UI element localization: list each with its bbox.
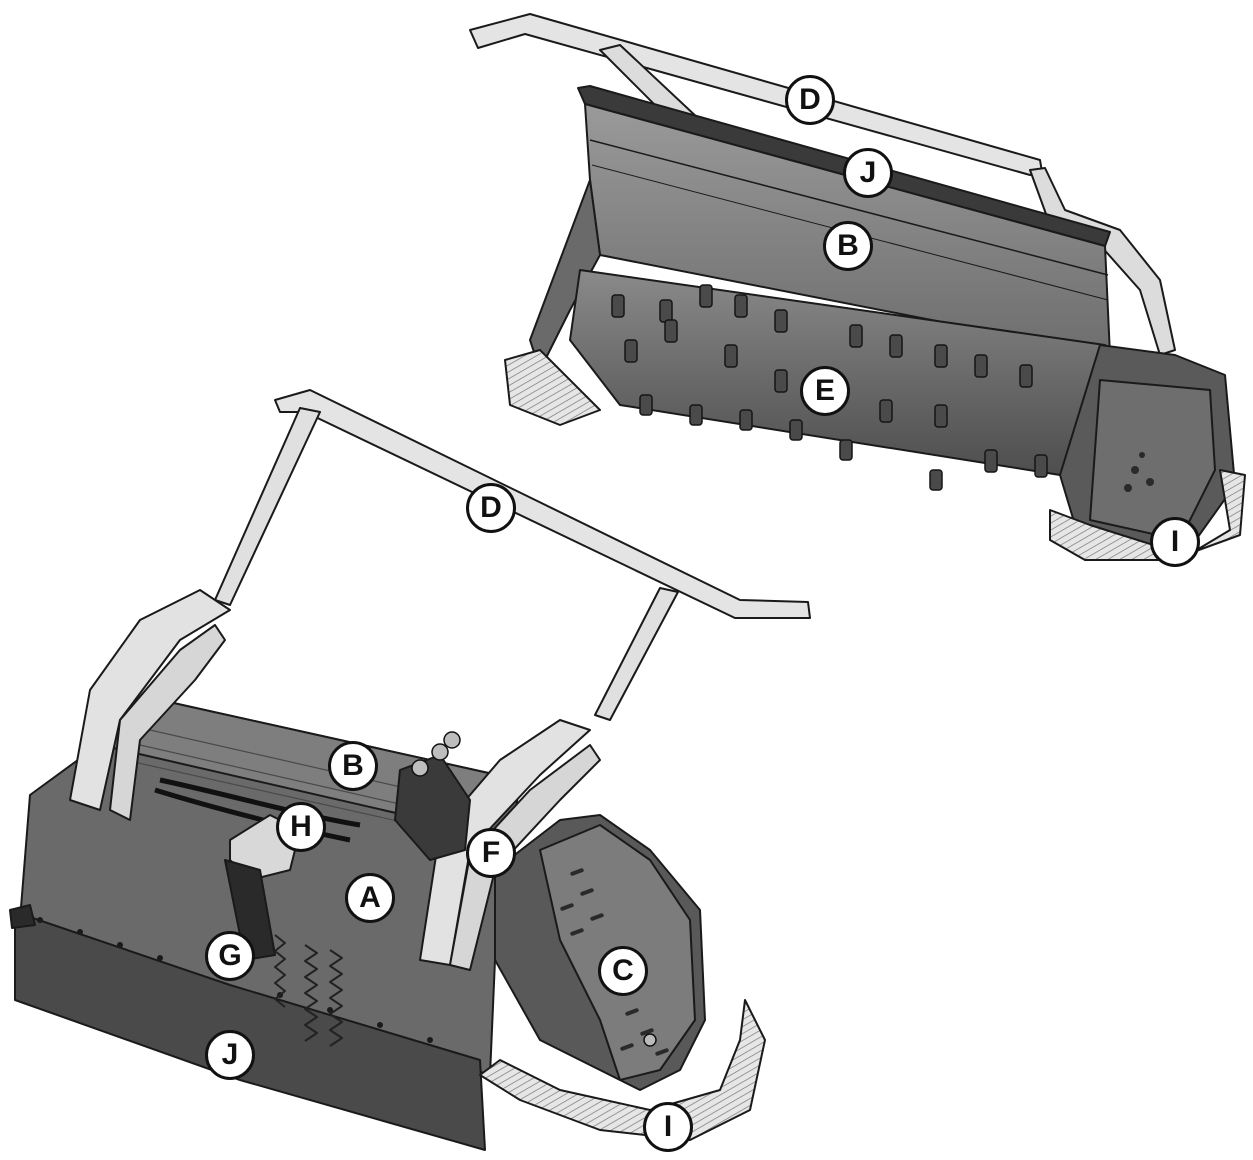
bottom-front-flap (14, 911, 486, 1151)
callout-bottom-c: C (598, 946, 648, 996)
callout-top-d: D (785, 75, 835, 125)
callout-bottom-b: B (328, 741, 378, 791)
bottom-left-arm (69, 589, 231, 811)
bottom-springs (274, 934, 343, 1047)
callout-bottom-a: A (345, 873, 395, 923)
top-machine (469, 13, 1246, 561)
callout-bottom-f: F (466, 828, 516, 878)
bottom-right-skid (479, 999, 766, 1141)
callout-bottom-j: J (205, 1030, 255, 1080)
callout-top-j: J (843, 148, 893, 198)
callout-top-e: E (800, 366, 850, 416)
top-left-skid (504, 349, 601, 426)
callout-top-i: I (1150, 517, 1200, 567)
callout-bottom-i: I (643, 1102, 693, 1152)
bottom-machine (9, 389, 811, 1151)
bottom-left-strut (214, 407, 321, 606)
callout-bottom-h: H (276, 802, 326, 852)
callout-bottom-g: G (205, 931, 255, 981)
bottom-right-strut (594, 587, 679, 721)
bottom-hydraulic-hose (154, 787, 351, 843)
callout-bottom-d: D (466, 483, 516, 533)
bottom-frame-bar (274, 389, 811, 619)
callout-top-b: B (823, 221, 873, 271)
